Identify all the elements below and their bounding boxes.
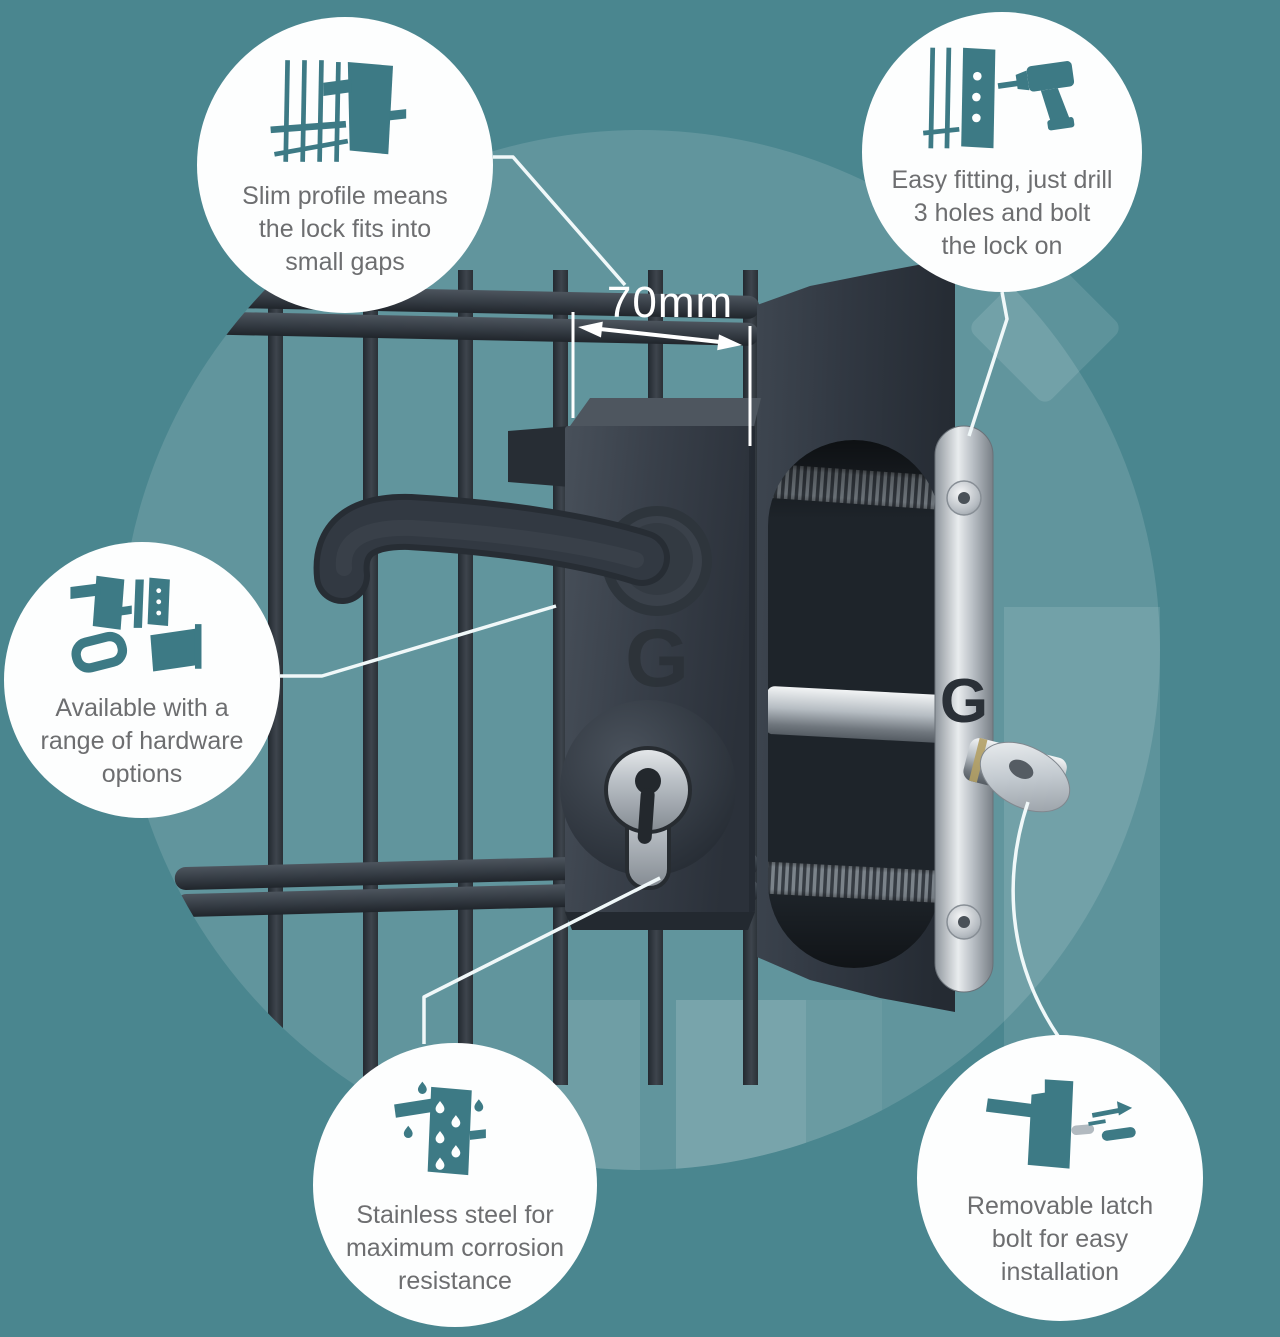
callout-text-line: small gaps — [285, 247, 405, 276]
arrow-right — [1088, 1106, 1124, 1126]
latch-stub — [1071, 1123, 1095, 1135]
lock-spindle-tab — [508, 426, 570, 487]
callout-text-line: Stainless steel for — [356, 1200, 554, 1229]
callout-removable-latch: Removable latch bolt for easy installati… — [917, 1035, 1203, 1321]
latch-pin-flange — [979, 741, 1071, 813]
callout-text-line: range of hardware — [40, 726, 244, 755]
gate-post: G — [757, 258, 1071, 1012]
callout-slim-profile: Slim profile means the lock fits into sm… — [197, 17, 493, 313]
callout-stainless-steel: Stainless steel for maximum corrosion re… — [313, 1043, 597, 1327]
removable-latch-bolt-icon — [985, 1078, 1136, 1169]
callout-text-line: the lock fits into — [258, 214, 432, 243]
stainless-keep-plate — [934, 425, 994, 993]
corrosion-resistant-lock-icon — [394, 1081, 486, 1175]
callout-text-line: options — [101, 759, 183, 788]
callout-text-line: Easy fitting, just drill — [891, 165, 1113, 194]
dimension-label: 70mm — [606, 278, 734, 327]
callout-text-line: bolt for easy — [991, 1224, 1129, 1253]
lever-handle — [313, 493, 670, 604]
watermark-bottom-bands — [558, 1000, 882, 1170]
removed-bolt — [1101, 1126, 1136, 1141]
callout-easy-fitting: Easy fitting, just drill 3 holes and bol… — [862, 12, 1142, 292]
lock-brand-logo: G — [625, 613, 689, 704]
lock-body: G — [313, 398, 761, 930]
callout-text-line: Slim profile means — [242, 181, 448, 210]
drill-icon — [922, 47, 1075, 148]
callout-text-line: Removable latch — [966, 1191, 1154, 1220]
keyway — [635, 768, 661, 794]
plate-brand-logo: G — [940, 667, 988, 736]
callout-hardware-options: Available with a range of hardware optio… — [4, 542, 280, 818]
lock-in-fence-icon — [270, 59, 407, 162]
callout-text-line: Available with a — [55, 693, 229, 722]
callout-text-line: 3 holes and bolt — [913, 198, 1091, 227]
callout-text-line: the lock on — [941, 231, 1063, 260]
callout-text-line: resistance — [398, 1266, 512, 1295]
callout-text-line: maximum corrosion — [345, 1233, 565, 1262]
callout-text-line: installation — [1000, 1257, 1120, 1286]
hardware-set-icon — [70, 575, 202, 673]
